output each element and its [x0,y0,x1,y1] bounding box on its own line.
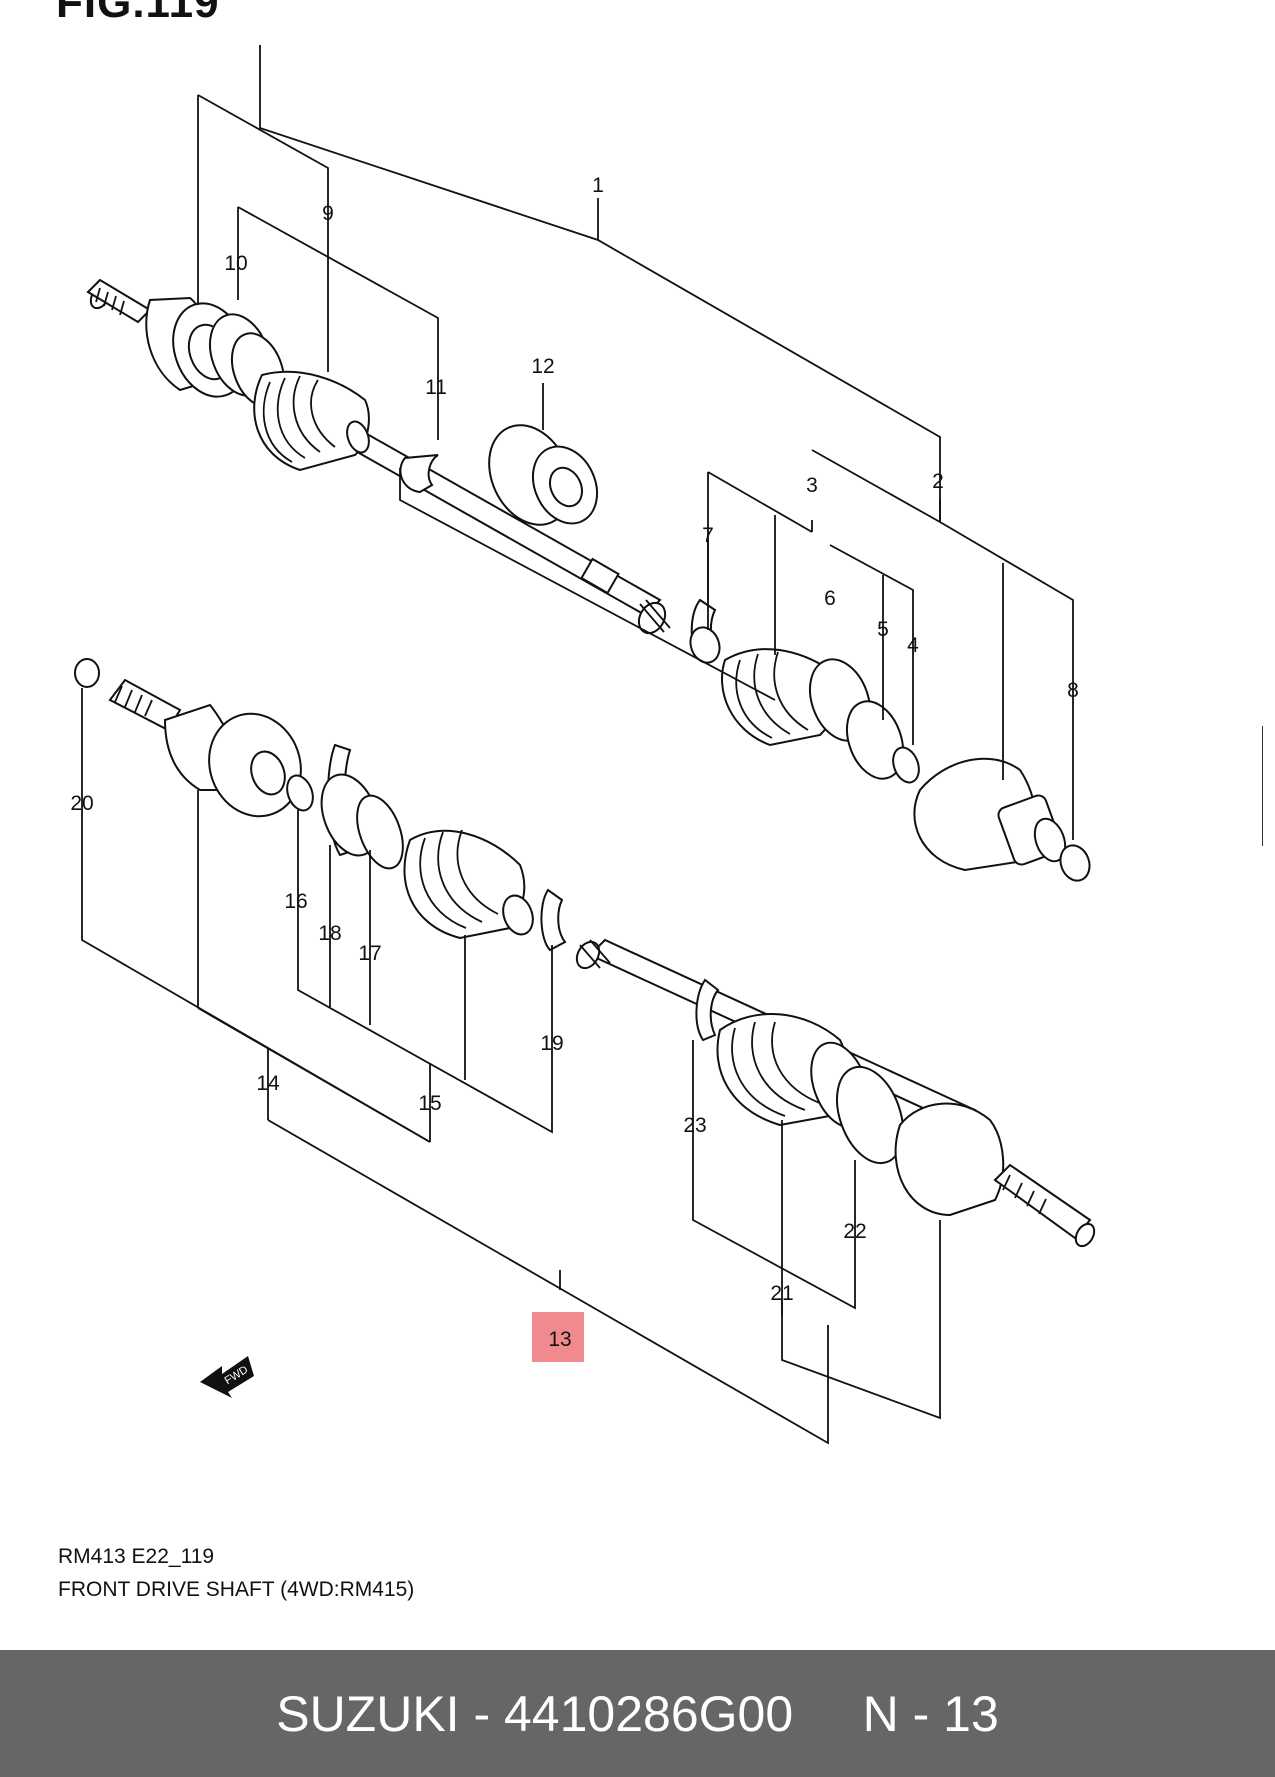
callout-8: 8 [1067,679,1079,702]
part-number-label: SUZUKI - 4410286G00 N - 13 [276,1685,999,1742]
snap-ring-16 [286,774,314,812]
callout-17: 17 [358,942,381,965]
callout-4: 4 [907,634,919,657]
callout-10: 10 [224,252,247,275]
lower-outer-joint-spline [894,1102,1096,1248]
callout-6: 6 [824,587,836,610]
callout-2: 2 [932,470,944,493]
callout-23: 23 [683,1114,706,1137]
lower-boot-15 [403,829,534,940]
exploded-parts-diagram: FWD [70,45,1096,1445]
highlight-box [532,1312,584,1362]
callout-22: 22 [843,1220,866,1243]
snap-ring-20 [74,658,100,688]
callout-labels: 1 2 3 4 5 6 7 8 9 10 11 12 13 14 15 16 1… [70,174,1079,1351]
fwd-direction-arrow: FWD [200,1356,254,1398]
snap-ring-4 [892,746,920,784]
ring-5 [845,700,905,780]
callout-3: 3 [806,474,818,497]
callout-16: 16 [284,890,307,913]
diagram-description: FRONT DRIVE SHAFT (4WD:RM415) [58,1578,415,1601]
callout-15: 15 [418,1092,441,1115]
callout-9: 9 [322,202,334,225]
diagram-code: RM413 E22_119 [58,1545,215,1568]
callout-1: 1 [592,174,604,197]
callout-12: 12 [531,355,554,378]
upper-spline-end [86,278,152,324]
callout-11: 11 [425,376,447,399]
callout-7: 7 [702,524,714,547]
callout-18: 18 [318,922,341,945]
lower-outer-joint [108,678,302,818]
band-clamp-23 [695,978,720,1042]
upper-shaft-assembly [86,278,1091,882]
callout-14: 14 [256,1072,280,1095]
callout-5: 5 [877,618,889,641]
upper-inner-spline [637,599,671,635]
leader-lines [81,45,1074,1445]
callout-21: 21 [770,1282,793,1305]
edge-marker [1262,726,1275,846]
lower-shaft-assembly [74,658,1096,1248]
band-clamp-19 [540,888,567,952]
callout-20: 20 [70,792,93,815]
dynamic-damper-12 [488,424,599,526]
callout-13: 13 [548,1328,571,1351]
ring-17 [356,794,404,870]
part-footer-bar: SUZUKI - 4410286G00 N - 13 [0,1650,1275,1777]
inner-joint-housing-8 [913,757,1091,882]
upper-outer-boot [253,370,370,472]
callout-19: 19 [540,1032,563,1055]
figure-title: FIG.119 [56,0,220,27]
